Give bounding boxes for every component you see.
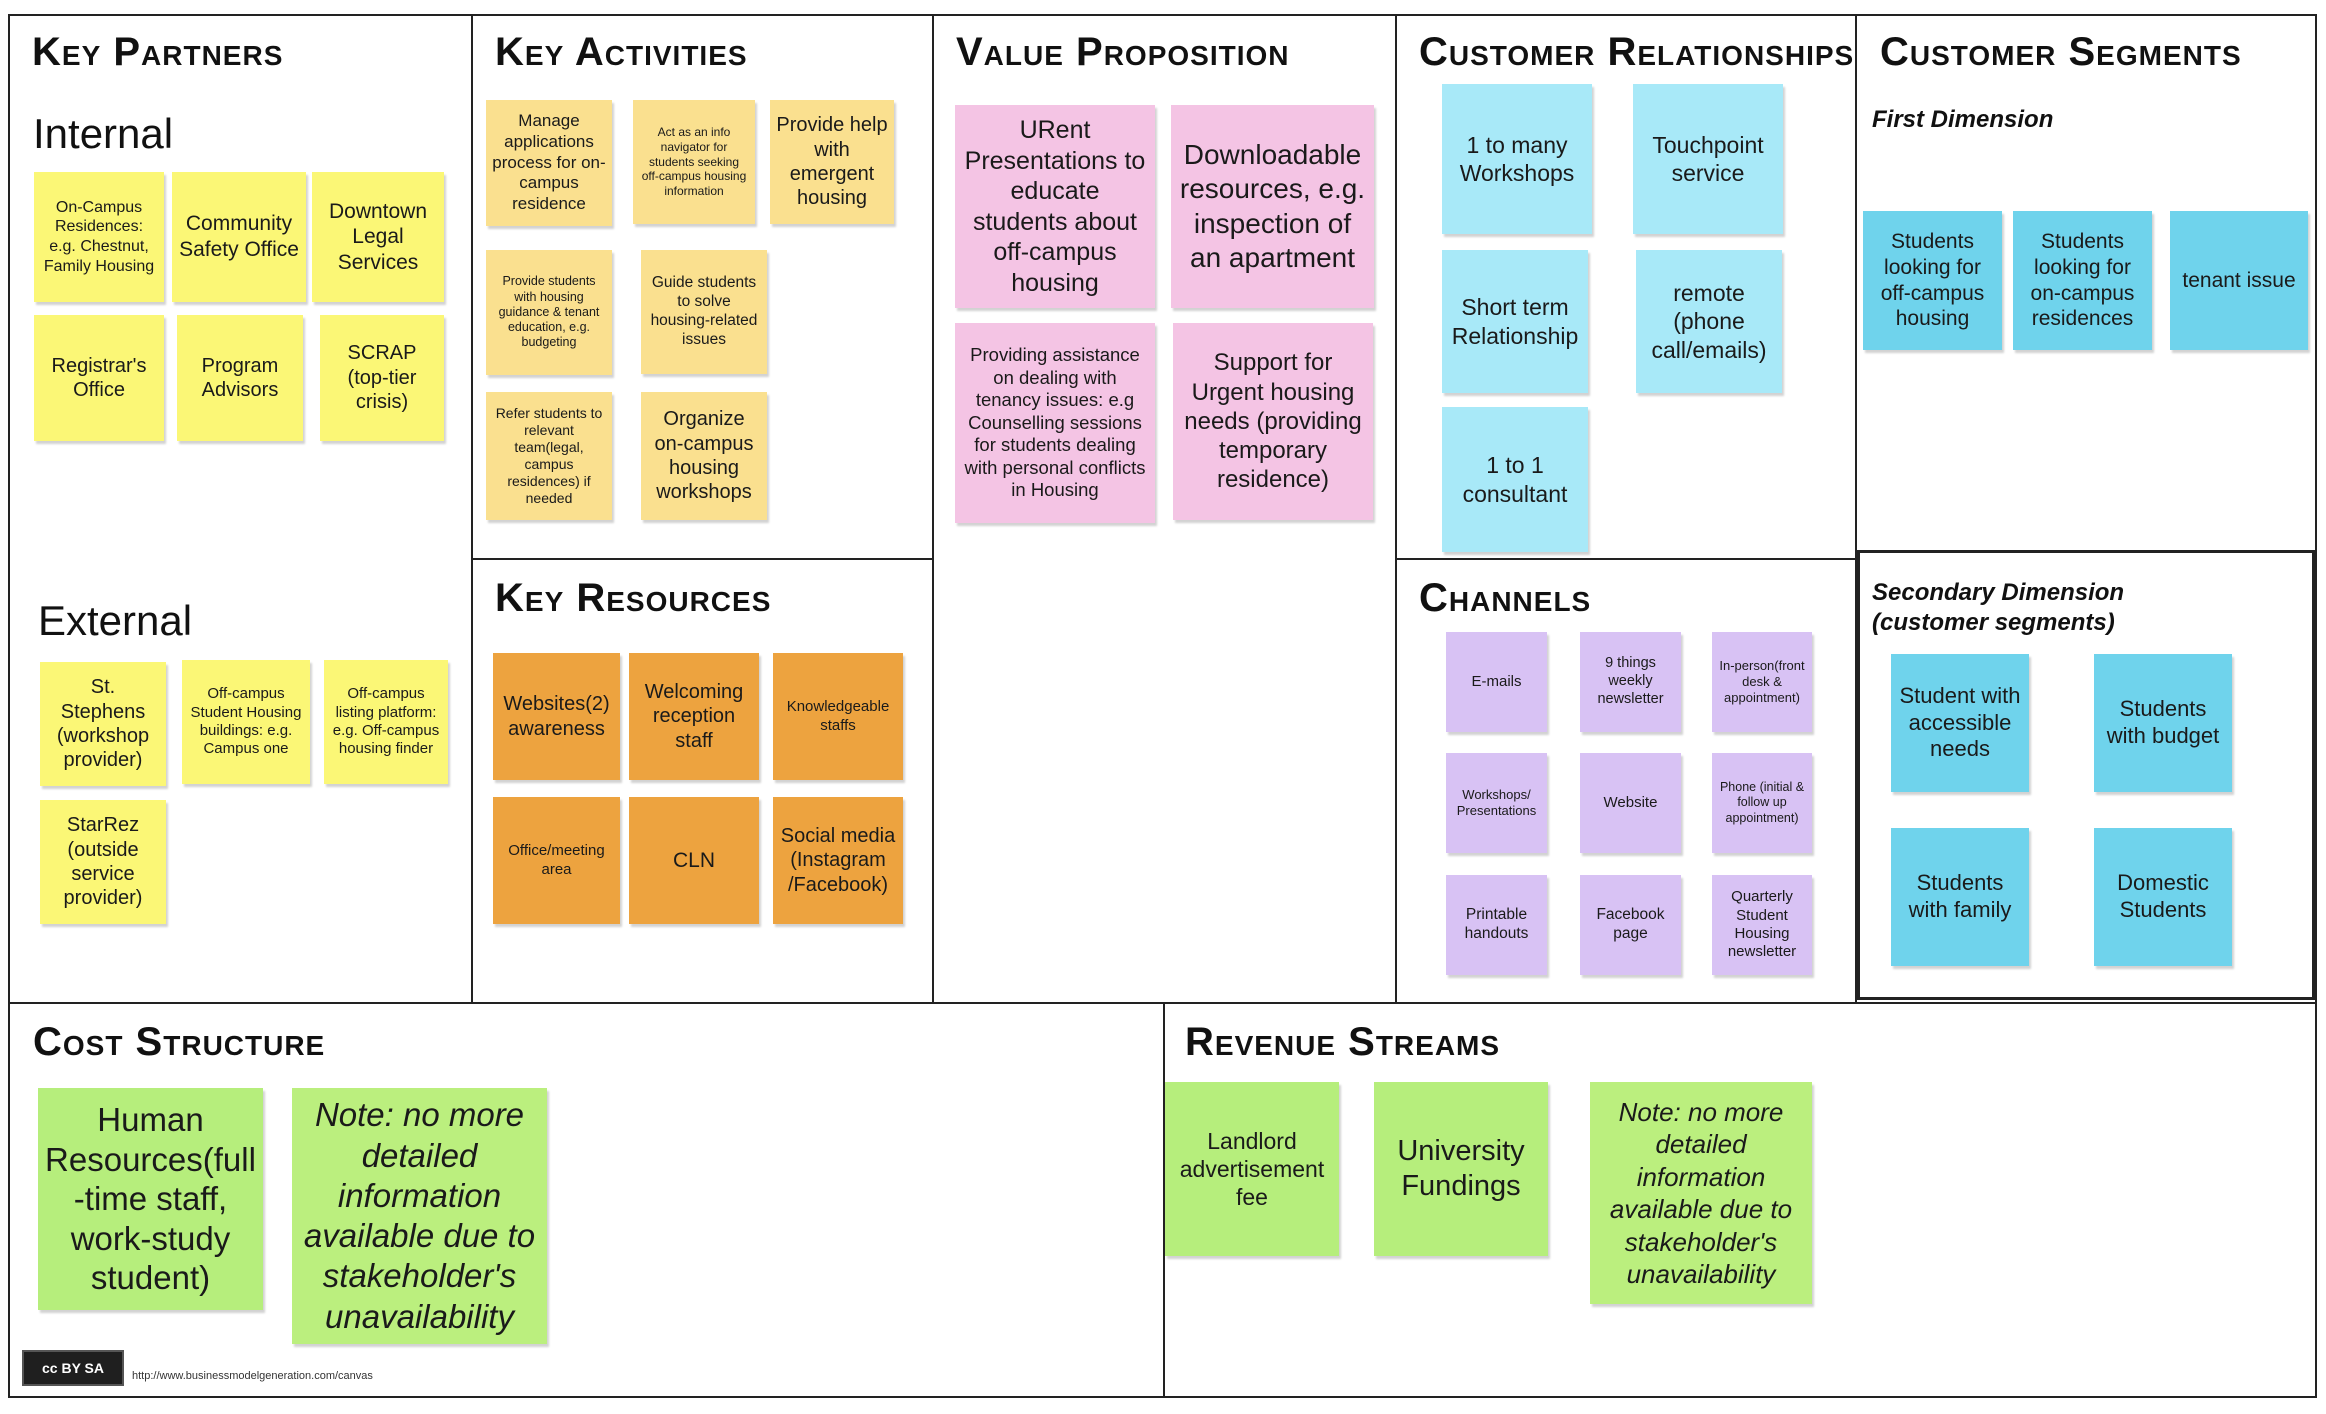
partner-note: St. Stephens (workshop provider): [40, 662, 166, 786]
activity-note: Guide students to solve housing-related …: [641, 250, 767, 374]
partner-note: Program Advisors: [177, 315, 303, 441]
partner-note: Off-campus Student Housing buildings: e.…: [182, 660, 310, 784]
resource-note: Websites(2) awareness: [493, 653, 620, 780]
channel-note: Phone (initial & follow up appointment): [1712, 753, 1812, 853]
resource-note: Welcoming reception staff: [629, 653, 759, 780]
relationship-note: 1 to many Workshops: [1442, 84, 1592, 234]
resource-note: Office/meeting area: [493, 797, 620, 924]
segment-note: Students looking for off-campus housing: [1863, 211, 2002, 350]
activity-note: Refer students to relevant team(legal, c…: [486, 392, 612, 520]
activity-note: Act as an info navigator for students se…: [633, 100, 755, 224]
cost-structure-title: Cost Structure: [33, 1020, 326, 1064]
external-label: External: [38, 597, 193, 644]
relationship-note: 1 to 1 consultant: [1442, 407, 1588, 552]
resource-note: CLN: [629, 797, 759, 924]
key-resources-title: Key Resources: [495, 576, 772, 620]
value-note: Support for Urgent housing needs (provid…: [1173, 323, 1373, 520]
revenue-note-unavailable: Note: no more detailed information avail…: [1590, 1082, 1812, 1304]
customer-relationships-title: Customer Relationships: [1419, 30, 1855, 74]
revenue-note: Landlord advertisement fee: [1165, 1082, 1339, 1256]
channel-note: Facebook page: [1580, 875, 1681, 975]
cost-note: Human Resources(full -time staff, work-s…: [38, 1088, 263, 1310]
key-activities-title: Key Activities: [495, 30, 748, 74]
segment-note: tenant issue: [2170, 211, 2308, 350]
first-dimension-label: First Dimension: [1872, 106, 2054, 133]
channel-note: E-mails: [1446, 632, 1547, 732]
secondary-dimension-line: Secondary Dimension: [1872, 579, 2125, 606]
segment-note: Students with family: [1891, 828, 2029, 966]
channels-title: Channels: [1419, 576, 1592, 620]
activity-note: Provide help with emergent housing: [770, 100, 894, 224]
creative-commons-logo: cc BY SA: [22, 1350, 124, 1386]
partner-note: On-Campus Residences: e.g. Chestnut, Fam…: [34, 172, 164, 302]
resource-note: Social media (Instagram /Facebook): [773, 797, 903, 924]
relationship-note: Touchpoint service: [1633, 84, 1783, 234]
channel-note: Printable handouts: [1446, 875, 1547, 975]
channel-note: Workshops/ Presentations: [1446, 753, 1547, 853]
revenue-streams-title: Revenue Streams: [1185, 1020, 1501, 1064]
channel-note: Quarterly Student Housing newsletter: [1712, 875, 1812, 975]
segment-note: Students with budget: [2094, 654, 2232, 792]
relationship-note: Short term Relationship: [1442, 250, 1588, 393]
value-proposition-title: Value Proposition: [956, 30, 1290, 74]
partner-note: StarRez (outside service provider): [40, 800, 166, 924]
cost-note-unavailable: Note: no more detailed information avail…: [292, 1088, 547, 1344]
channel-note: 9 things weekly newsletter: [1580, 632, 1681, 732]
partner-note: Off-campus listing platform: e.g. Off-ca…: [324, 660, 448, 784]
activity-note: Provide students with housing guidance &…: [486, 250, 612, 375]
customer-segments-title: Customer Segments: [1880, 30, 2242, 74]
partner-note: Community Safety Office: [172, 172, 306, 302]
activity-note: Organize on-campus housing workshops: [641, 392, 767, 520]
segment-note: Student with accessible needs: [1891, 654, 2029, 792]
revenue-note: University Fundings: [1374, 1082, 1548, 1256]
value-note: Providing assistance on dealing with ten…: [955, 323, 1155, 523]
resource-note: Knowledgeable staffs: [773, 653, 903, 780]
value-note: Downloadable resources, e.g. inspection …: [1171, 105, 1374, 308]
key-partners-title: Key Partners: [32, 30, 284, 74]
value-note: URent Presentations to educate students …: [955, 105, 1155, 308]
secondary-dimension-line: (customer segments): [1872, 609, 2115, 636]
channel-note: In-person(front desk & appointment): [1712, 632, 1812, 732]
secondary-dimension-label: Secondary Dimension (customer segments): [1872, 578, 2124, 638]
partner-note: Downtown Legal Services: [312, 172, 444, 302]
partner-note: SCRAP (top-tier crisis): [320, 315, 444, 441]
relationship-note: remote (phone call/emails): [1636, 250, 1782, 393]
cc-license-icon: cc BY SA: [22, 1350, 124, 1386]
segment-note: Students looking for on-campus residence…: [2013, 211, 2152, 350]
activity-note: Manage applications process for on-campu…: [486, 100, 612, 226]
channel-note: Website: [1580, 753, 1681, 853]
internal-label: Internal: [33, 110, 174, 157]
key-resources-section: [471, 558, 934, 1004]
segment-note: Domestic Students: [2094, 828, 2232, 966]
canvas-source-url[interactable]: http://www.businessmodelgeneration.com/c…: [132, 1370, 373, 1382]
partner-note: Registrar's Office: [34, 315, 164, 441]
